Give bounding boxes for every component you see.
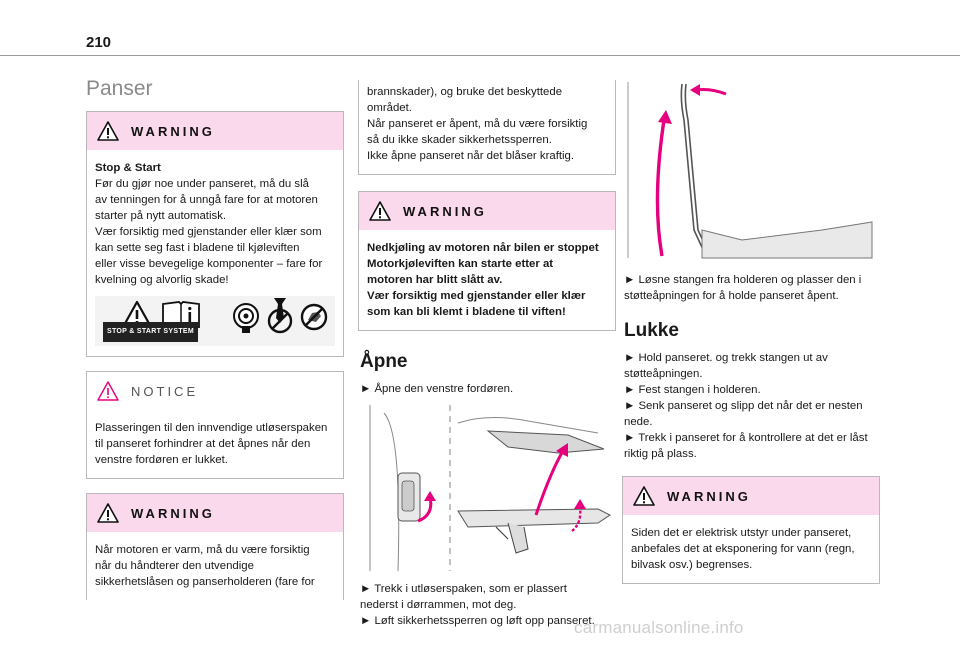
warning-line: Vær forsiktig med gjenstander eller klær xyxy=(367,290,586,302)
stop-start-pictogram-strip: STOP & START SYSTEM xyxy=(95,296,335,346)
notice-line: Plasseringen til den innvendige utløsers… xyxy=(95,422,328,434)
warning-line: Siden det er elektrisk utstyr under pans… xyxy=(631,527,852,539)
warning-line: som kan bli klemt i bladene til viften! xyxy=(367,306,566,318)
no-tie-icon xyxy=(267,298,293,334)
warning-line: Vær forsiktig med gjenstander eller klær… xyxy=(95,226,322,238)
warning-line: kvelning og alvorlig skade! xyxy=(95,274,229,286)
warning-line: Før du gjør noe under panseret, må du sl… xyxy=(95,178,309,190)
column-2: brannskader), og bruke det beskyttede om… xyxy=(358,80,616,629)
hood-release-illustration xyxy=(358,403,616,575)
warning-line: motoren har blitt slått av. xyxy=(367,274,503,286)
warning-header: WARNING xyxy=(87,112,343,150)
watermark: carmanualsonline.info xyxy=(574,618,744,637)
notice-triangle-icon xyxy=(97,381,119,401)
warning-header: WARNING xyxy=(87,494,343,532)
hood-release-drawing xyxy=(369,405,611,572)
close-step: ► Trekk i panseret for å kontrollere at … xyxy=(624,432,868,444)
section-title-panser: Panser xyxy=(86,77,153,100)
warning-heading: Stop & Start xyxy=(95,162,161,174)
warning-box-hot-engine: WARNING Når motoren er varm, må du være … xyxy=(86,493,344,600)
warning-triangle-icon xyxy=(97,121,119,141)
notice-header: NOTICE xyxy=(87,372,343,410)
close-step: riktig på plass. xyxy=(624,448,697,460)
warning-box-fan: WARNING Nedkjøling av motoren når bilen … xyxy=(358,191,616,331)
warning-triangle-icon xyxy=(633,486,655,506)
warning-line: Når panseret er åpent, må du være forsik… xyxy=(367,118,588,130)
warning-label: WARNING xyxy=(131,505,215,521)
hood-prop-illustration xyxy=(622,80,880,260)
close-step: ► Senk panseret og slipp det når det er … xyxy=(624,400,863,412)
stop-start-system-label: STOP & START SYSTEM xyxy=(103,322,198,342)
open-step: ► Trekk i utløserspaken, som er plassert xyxy=(360,583,567,595)
page-number: 210 xyxy=(86,34,112,51)
warning-line: bilvask osv.) begrenses. xyxy=(631,559,753,571)
column-1: Panser WARNING Stop & Start Før du gjør … xyxy=(86,77,344,600)
manual-info-icon xyxy=(162,301,200,330)
open-step: nederst i dørrammen, mot deg. xyxy=(360,599,517,611)
warning-line: når du håndterer den utvendige xyxy=(95,560,254,572)
no-hand-icon xyxy=(300,303,328,331)
warning-header: WARNING xyxy=(359,192,615,230)
section-title-open: Åpne xyxy=(360,351,408,372)
close-step: ► Hold panseret. og trekk stangen ut av xyxy=(624,352,828,364)
warning-line: brannskader), og bruke det beskyttede xyxy=(367,86,563,98)
prop-step: støtteåpningen for å holde panseret åpen… xyxy=(624,290,839,302)
column-3: ► Løsne stangen fra holderen og plasser … xyxy=(622,80,880,584)
section-title-close: Lukke xyxy=(624,320,679,341)
warning-line: området. xyxy=(367,102,412,114)
warning-header: WARNING xyxy=(623,477,879,515)
warning-line: Ikke åpne panseret når det blåser krafti… xyxy=(367,150,575,162)
warning-label: WARNING xyxy=(667,488,751,504)
close-step: støtteåpningen. xyxy=(624,368,703,380)
warning-line: anbefales det at eksponering for vann (r… xyxy=(631,543,855,555)
warning-label: WARNING xyxy=(131,123,215,139)
open-step: ► Åpne den venstre fordøren. xyxy=(360,383,514,395)
top-divider xyxy=(0,55,960,56)
warning-box-stop-start: WARNING Stop & Start Før du gjør noe und… xyxy=(86,111,344,357)
notice-line: til panseret forhindrer at det åpnes når… xyxy=(95,438,311,450)
hood-prop-drawing xyxy=(627,82,873,259)
close-step: nede. xyxy=(624,416,653,428)
warning-box-electrical: WARNING Siden det er elektrisk utstyr un… xyxy=(622,476,880,584)
warning-line: så du ikke skader sikkerhetssperren. xyxy=(367,134,552,146)
warning-triangle-icon xyxy=(97,503,119,523)
warning-line: Når motoren er varm, må du være forsikti… xyxy=(95,544,310,556)
warning-line: kan sette seg fast i bladene til kjølevi… xyxy=(95,242,300,254)
warning-line: starter på nytt automatisk. xyxy=(95,210,227,222)
warning-line: eller visse bevegelige komponenter – far… xyxy=(95,258,323,270)
warning-label: WARNING xyxy=(403,203,487,219)
warning-box-continued: brannskader), og bruke det beskyttede om… xyxy=(358,80,616,175)
warning-line: sikkerhetslåsen og panserholderen (fare … xyxy=(95,576,315,588)
warning-line: av tenningen for å unngå fare for at mot… xyxy=(95,194,318,206)
notice-line: venstre fordøren er lukket. xyxy=(95,454,228,466)
open-step: ► Løft sikkerhetssperren og løft opp pan… xyxy=(360,615,595,627)
warning-triangle-icon xyxy=(369,201,391,221)
notice-box: NOTICE Plasseringen til den innvendige u… xyxy=(86,371,344,479)
warning-line: Nedkjøling av motoren når bilen er stopp… xyxy=(367,242,599,254)
notice-label: NOTICE xyxy=(131,383,199,399)
fan-icon xyxy=(233,303,259,333)
prop-step: ► Løsne stangen fra holderen og plasser … xyxy=(624,274,862,286)
close-step: ► Fest stangen i holderen. xyxy=(624,384,761,396)
warning-line: Motorkjøleviften kan starte etter at xyxy=(367,258,554,270)
